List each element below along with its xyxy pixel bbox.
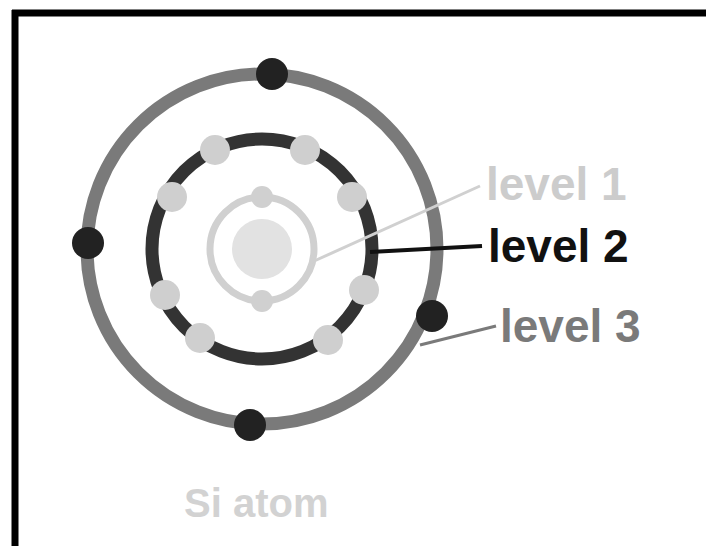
shell-label: level 3: [500, 303, 641, 349]
shell-1: [210, 197, 314, 301]
leader-line: [370, 246, 482, 252]
nucleus: [232, 219, 292, 279]
leader-line: [420, 326, 496, 345]
electron: [251, 186, 273, 208]
electron-group: [150, 135, 379, 355]
caption: Si atom: [184, 483, 328, 523]
shell-3: [87, 74, 437, 424]
frame-left: [12, 10, 19, 546]
electron: [251, 290, 273, 312]
shell-label: level 1: [486, 161, 627, 207]
frame-top: [12, 10, 706, 17]
shell-label: level 2: [488, 223, 629, 269]
